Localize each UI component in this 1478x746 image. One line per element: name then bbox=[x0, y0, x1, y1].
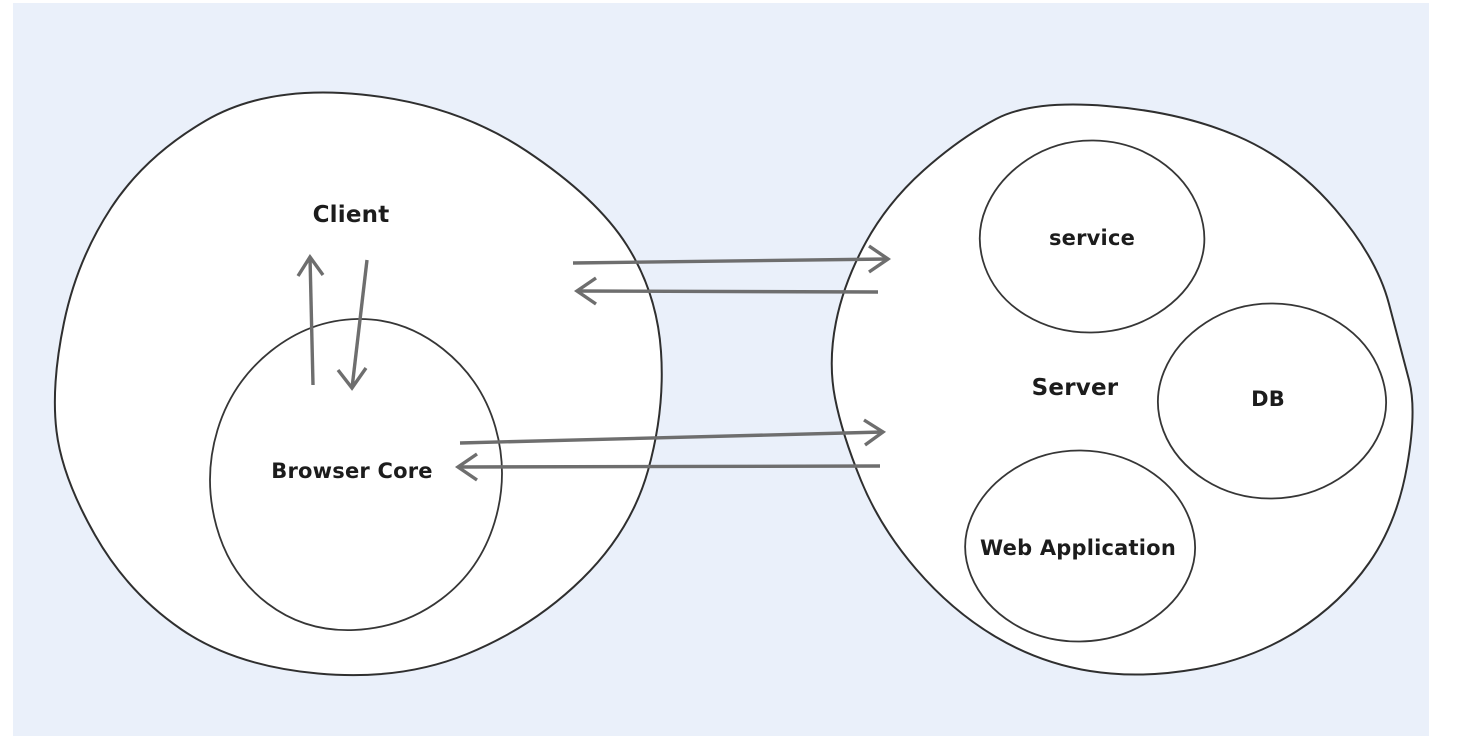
arrow-browser-core-to-client bbox=[296, 253, 325, 386]
arrow-head-right-icon bbox=[863, 418, 887, 447]
web-application-label: Web Application bbox=[980, 536, 1176, 560]
db-label: DB bbox=[1251, 387, 1285, 411]
arrow-line bbox=[308, 256, 315, 386]
arrow-line bbox=[459, 430, 884, 445]
arrow-head-left-icon bbox=[454, 452, 478, 482]
arrow-head-right-icon bbox=[868, 244, 892, 274]
arrow-line bbox=[350, 259, 369, 389]
browser-core-label: Browser Core bbox=[271, 459, 432, 483]
arrow-browser-core-to-server bbox=[459, 418, 887, 447]
db-circle bbox=[1156, 302, 1388, 500]
arrow-line bbox=[576, 289, 879, 294]
client-label: Client bbox=[313, 202, 390, 228]
arrow-server-to-client bbox=[573, 276, 879, 306]
arrow-head-left-icon bbox=[573, 276, 597, 306]
service-label: service bbox=[1049, 226, 1135, 250]
arrow-head-up-icon bbox=[296, 253, 325, 277]
server-label: Server bbox=[1032, 375, 1119, 401]
web-application-circle bbox=[964, 449, 1197, 643]
arrow-line bbox=[572, 257, 889, 265]
arrow-line bbox=[457, 464, 881, 469]
browser-core-circle bbox=[209, 318, 503, 631]
arrow-client-to-server bbox=[572, 244, 892, 274]
arrow-head-down-icon bbox=[336, 367, 368, 391]
service-circle bbox=[978, 139, 1206, 334]
arrow-client-to-browser-core bbox=[336, 259, 369, 391]
arrow-server-to-browser-core bbox=[454, 452, 881, 482]
